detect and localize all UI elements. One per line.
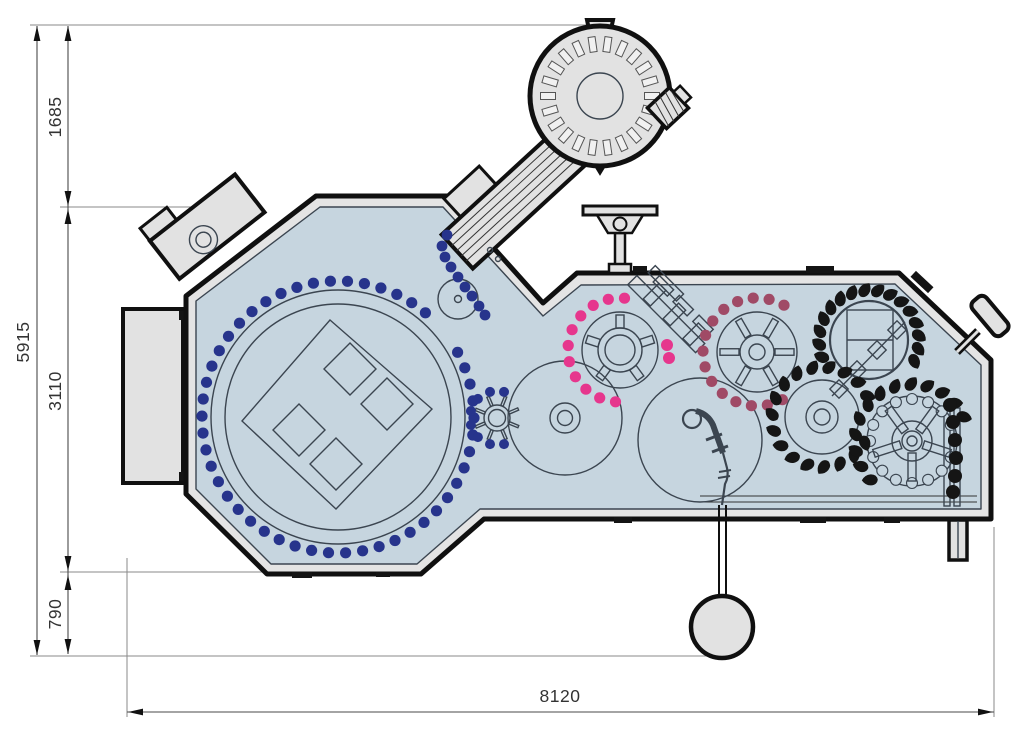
drive-attachment	[137, 171, 268, 282]
dim-label-790: 790	[45, 599, 65, 630]
gripper-dots-black	[762, 280, 974, 499]
mount-tabs	[292, 266, 934, 578]
sorter-slot-ring	[540, 36, 660, 156]
bottle-path-dots-blue	[196, 229, 509, 559]
sorter-chute	[645, 84, 693, 131]
turret-b	[637, 377, 763, 503]
bottle-path-dots-pink	[562, 292, 675, 408]
bottle-path-dots-maroon	[697, 292, 790, 412]
dim-label-3110: 3110	[45, 371, 65, 411]
dimension-lines: 1685 5915 3110 790 8120	[13, 26, 994, 716]
star-wheel-left	[581, 311, 659, 389]
star-wheel-right	[716, 311, 798, 393]
grid-turret	[828, 299, 910, 381]
control-monitor-arm	[581, 204, 659, 275]
main-carousel	[210, 289, 466, 545]
pendant-control	[688, 505, 756, 661]
extension-lines	[30, 24, 995, 717]
discharge-post	[947, 518, 969, 562]
screw-dot	[494, 255, 502, 263]
dim-label-5915: 5915	[13, 322, 33, 363]
cap-sorter-unit	[527, 18, 693, 176]
filler-pipe	[681, 408, 732, 506]
dim-label-1685: 1685	[45, 97, 65, 138]
hook-handle	[954, 293, 1011, 355]
infeed-block	[121, 307, 187, 485]
screw-dot	[486, 246, 494, 254]
black-dot-wheel	[784, 379, 860, 455]
dim-label-8120: 8120	[540, 686, 581, 706]
transfer-star-small	[474, 395, 520, 441]
